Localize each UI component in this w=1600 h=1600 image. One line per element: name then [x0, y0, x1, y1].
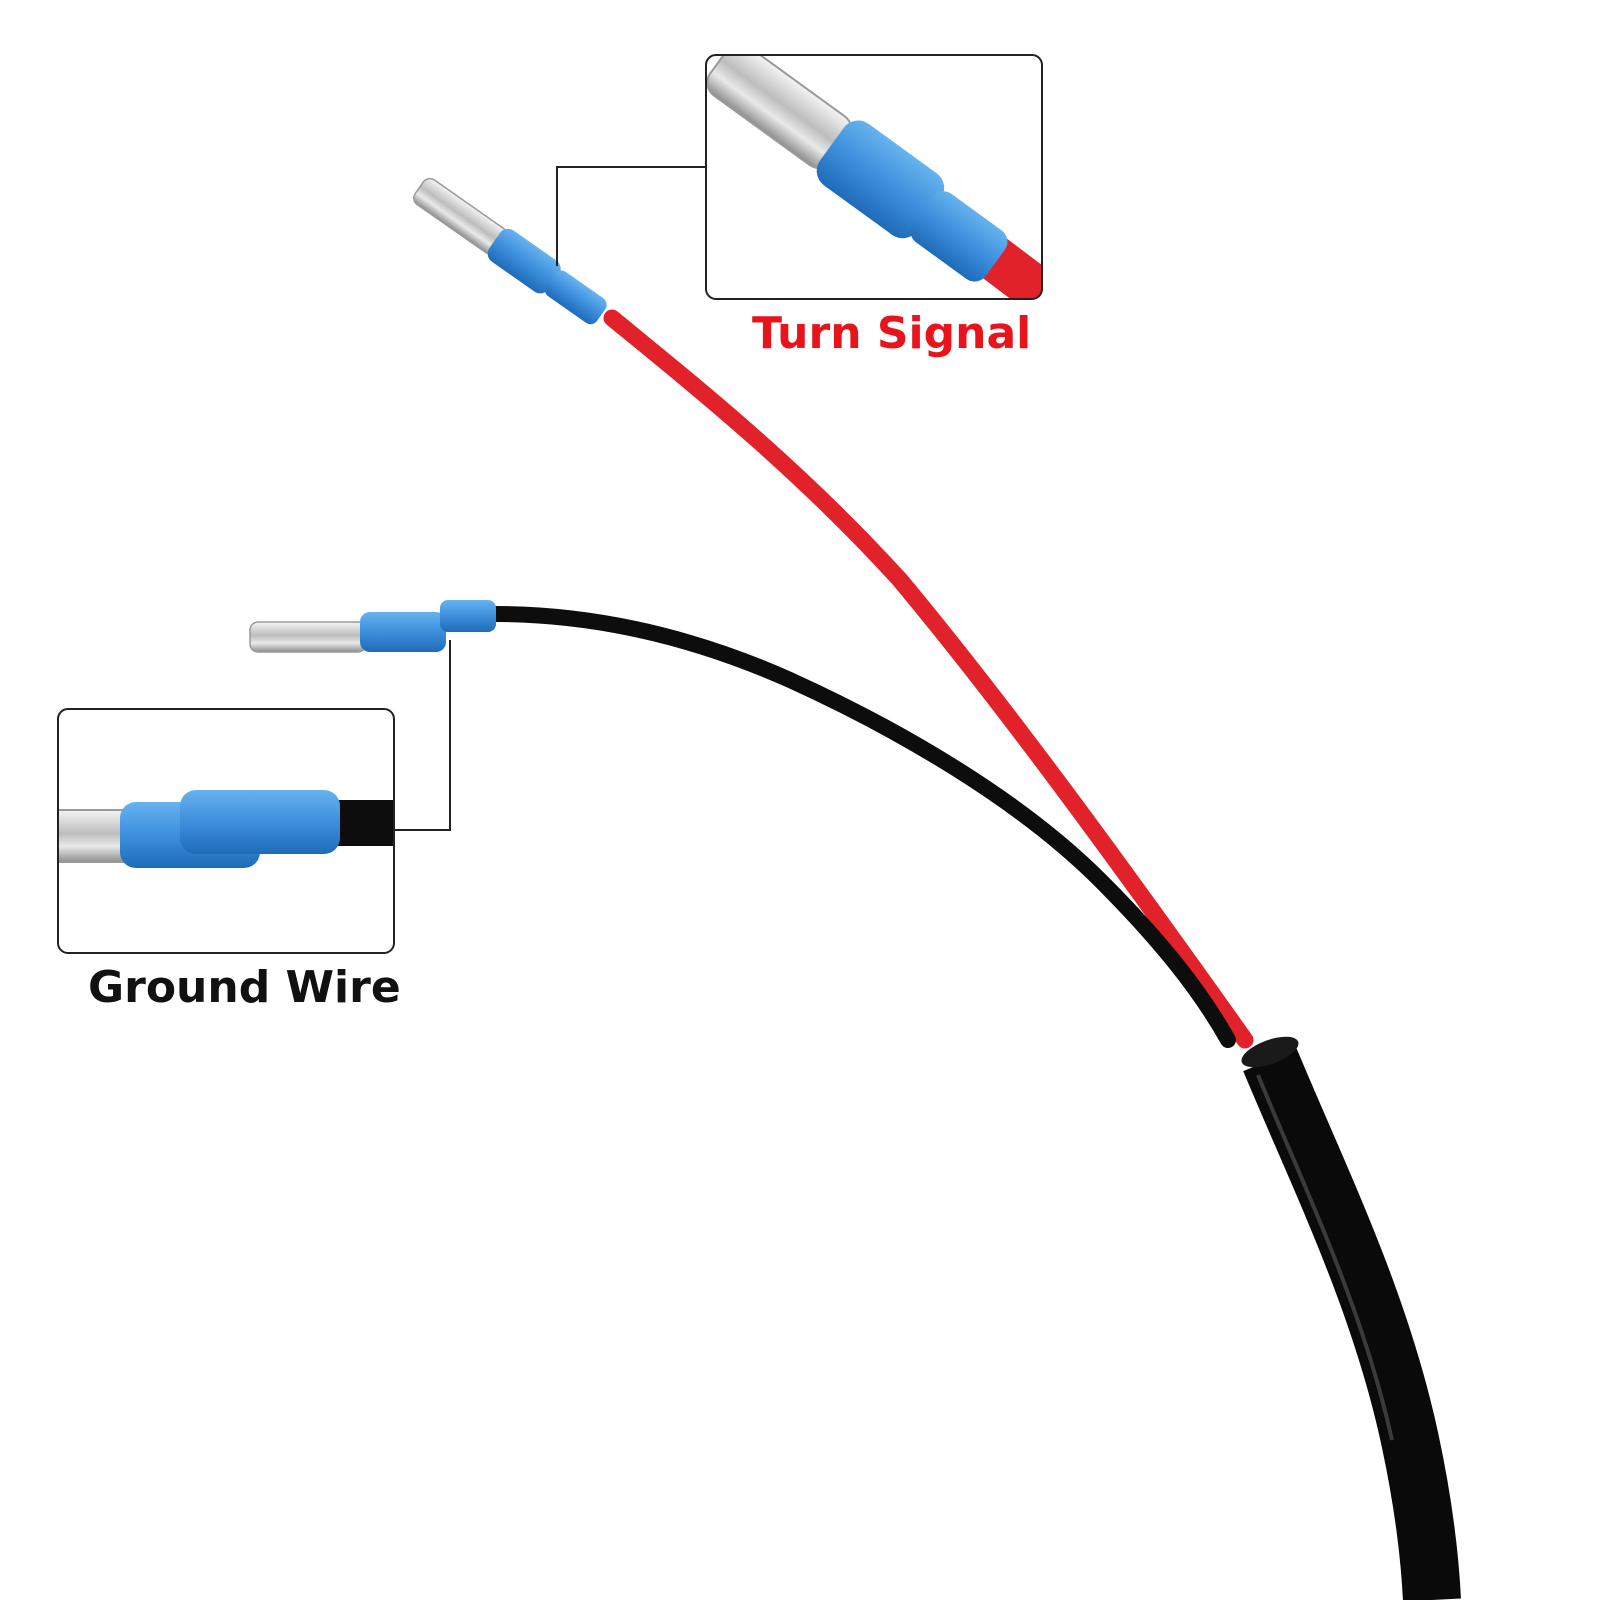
ground-wire-zoom-box: [57, 708, 395, 954]
heat-shrink-sleeve: [440, 600, 496, 632]
heat-shrink-sleeve: [360, 612, 446, 652]
cable-jacket-end: [1241, 1036, 1299, 1068]
ground-wire-label: Ground Wire: [88, 962, 401, 1013]
heat-shrink-sleeve: [544, 270, 607, 325]
cable-jacket-highlight: [1256, 1074, 1394, 1441]
heat-shrink-closeup: [816, 120, 945, 239]
heat-shrink-closeup: [910, 191, 1008, 282]
cable-jacket: [1243, 1048, 1461, 1600]
turn-signal-zoom-box: [705, 54, 1043, 300]
red-wire: [603, 309, 1254, 1049]
turn-signal-terminal: [413, 177, 607, 325]
black-wire-closeup: [330, 800, 394, 846]
turn-signal-label: Turn Signal: [752, 308, 1032, 359]
ground-terminal: [249, 600, 496, 653]
heat-shrink-sleeve: [487, 228, 561, 294]
turn-signal-callout-line: [556, 166, 706, 266]
heat-shrink-closeup: [180, 790, 340, 854]
black-wire: [487, 606, 1236, 1048]
terminal-pin: [249, 621, 367, 653]
ground-wire-callout-line: [394, 640, 451, 831]
